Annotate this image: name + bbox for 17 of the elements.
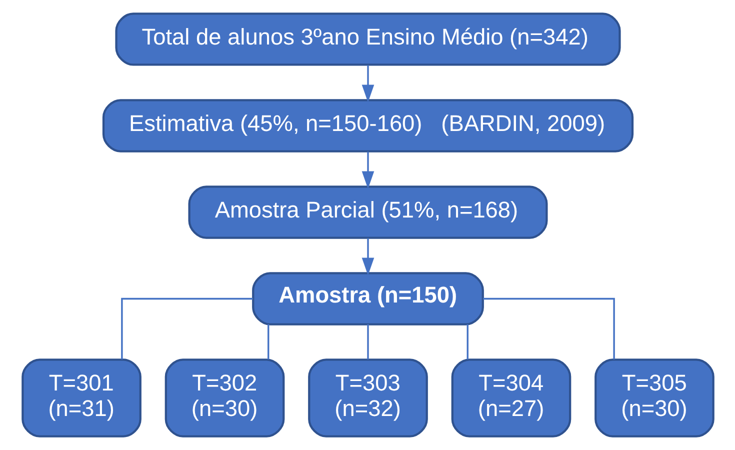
connector xyxy=(267,324,269,360)
arrow xyxy=(361,65,374,102)
connector xyxy=(366,324,368,360)
arrow xyxy=(361,152,374,189)
node-box: T=303 (n=32) xyxy=(308,358,428,438)
node-box: Total de alunos 3ºano Ensino Médio (n=342) xyxy=(114,12,620,66)
node-box: T=302 (n=30) xyxy=(164,358,284,438)
connector xyxy=(466,324,468,360)
node-box: Amostra Parcial (51%, n=168) xyxy=(188,186,548,239)
connector xyxy=(482,298,614,360)
node-box: T=305 (n=30) xyxy=(594,358,714,438)
node-box: Estimativa (45%, n=150-160) (BARDIN, 2009) xyxy=(102,99,634,152)
connector xyxy=(120,298,252,360)
arrow xyxy=(361,238,374,276)
node-box: T=301 (n=31) xyxy=(21,358,141,438)
node-box: T=304 (n=27) xyxy=(450,358,571,438)
node-box: Amostra (n=150) xyxy=(252,272,484,326)
